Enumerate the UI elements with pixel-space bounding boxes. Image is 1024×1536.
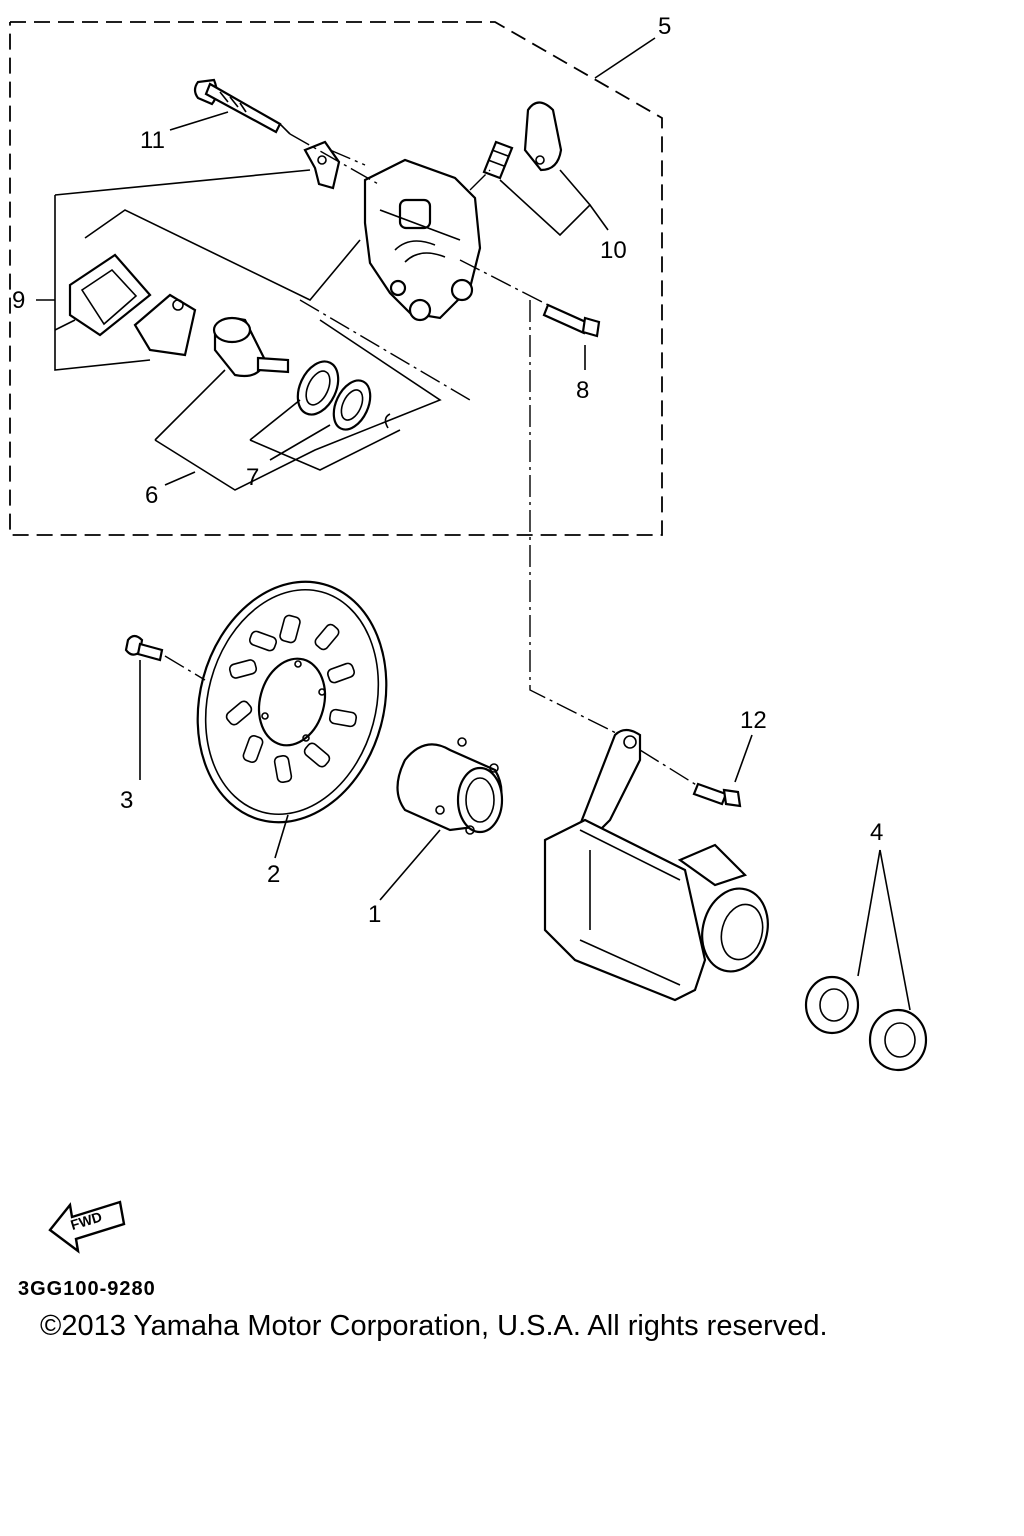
part-1-hub xyxy=(396,737,504,835)
leader-10 xyxy=(589,204,609,231)
drawing-code: 3GG100-9280 xyxy=(18,1278,156,1300)
group-bracket-7 xyxy=(249,399,301,441)
part-6-piston xyxy=(212,316,290,378)
leader-1 xyxy=(379,829,441,901)
leader-5 xyxy=(594,37,656,79)
caliper-body xyxy=(363,158,482,322)
callout-10: 10 xyxy=(600,237,627,264)
callout-6: 6 xyxy=(145,482,158,509)
part-3-disc-bolt xyxy=(124,634,206,780)
callout-8: 8 xyxy=(576,377,589,404)
part-7-seals xyxy=(296,360,391,431)
part-4-lock-nuts xyxy=(804,849,928,1072)
fwd-arrow-icon: FWD xyxy=(48,1200,126,1254)
group-bracket-9 xyxy=(54,169,311,196)
callout-9: 9 xyxy=(12,287,25,314)
callout-7: 7 xyxy=(246,464,259,491)
group-bracket-7 xyxy=(249,429,401,471)
group-bracket-9 xyxy=(54,319,76,331)
assembly-axis xyxy=(299,299,471,401)
part-clip xyxy=(303,140,341,190)
leader-2 xyxy=(274,814,289,859)
fwd-label: FWD xyxy=(69,1208,104,1233)
assembly-axis xyxy=(459,259,549,306)
part-9-brake-pads xyxy=(68,253,197,357)
part-2-brake-disc xyxy=(196,580,388,824)
assembly-axis xyxy=(289,133,381,186)
assembly-axis xyxy=(329,149,366,166)
caliper-bracket-housing xyxy=(543,728,769,1002)
callout-1: 1 xyxy=(368,901,381,928)
group-bracket-7 xyxy=(269,424,331,461)
leader-11 xyxy=(169,111,229,131)
assembly-axis xyxy=(529,300,631,741)
callout-5: 5 xyxy=(658,13,671,40)
copyright-notice: ©2013 Yamaha Motor Corporation, U.S.A. A… xyxy=(40,1310,828,1342)
callout-11: 11 xyxy=(140,127,165,154)
group-bracket-10 xyxy=(499,169,592,237)
callout-12: 12 xyxy=(740,707,767,734)
callout-4: 4 xyxy=(870,819,883,846)
part-12-bolt xyxy=(639,734,753,808)
caliper-assembly-boundary xyxy=(9,21,663,536)
part-11-slide-pin xyxy=(193,78,291,135)
callout-3: 3 xyxy=(120,787,133,814)
part-8-bolt xyxy=(542,303,601,338)
leader-6 xyxy=(164,471,196,486)
assembly-axis xyxy=(469,169,491,191)
part-10-bleed-screw-set xyxy=(482,101,563,180)
group-bracket-9 xyxy=(84,209,361,301)
group-bracket-9 xyxy=(54,195,151,371)
callout-2: 2 xyxy=(267,861,280,888)
group-bracket-6-7 xyxy=(154,369,226,441)
group-bracket-6-7 xyxy=(154,319,442,491)
